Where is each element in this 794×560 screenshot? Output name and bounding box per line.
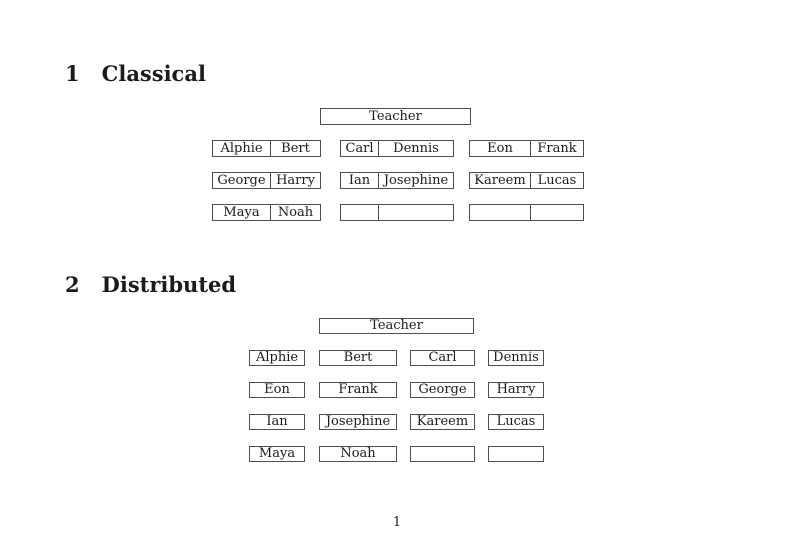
distributed-seat: George bbox=[410, 382, 475, 398]
desk-seat-label: Noah bbox=[277, 205, 314, 220]
classical-desk: Kareem Lucas bbox=[469, 172, 584, 189]
distributed-seat: Dennis bbox=[488, 350, 544, 366]
distributed-seat-empty bbox=[488, 446, 544, 462]
teacher-box-distributed: Teacher bbox=[319, 318, 474, 334]
desk-seat-label bbox=[341, 205, 379, 220]
desk-seat-label: Ian bbox=[341, 173, 379, 188]
section-number: 2 bbox=[65, 272, 80, 297]
desk-seat-label: Carl bbox=[341, 141, 379, 156]
desk-seat-label: Lucas bbox=[537, 173, 577, 188]
desk-seat-label: Frank bbox=[537, 141, 577, 156]
distributed-seat: Josephine bbox=[319, 414, 397, 430]
desk-seat-label bbox=[470, 205, 531, 220]
distributed-seat: Noah bbox=[319, 446, 397, 462]
desk-seat-label: Bert bbox=[281, 141, 310, 156]
desk-seat-label bbox=[379, 205, 453, 220]
desk-seat-label: Dennis bbox=[393, 141, 439, 156]
distributed-seat-empty bbox=[410, 446, 475, 462]
distributed-seat: Lucas bbox=[488, 414, 544, 430]
classical-desk: Ian Josephine bbox=[340, 172, 454, 189]
distributed-seat: Eon bbox=[249, 382, 305, 398]
page-number: 1 bbox=[392, 515, 402, 530]
classical-desk: Carl Dennis bbox=[340, 140, 454, 157]
classical-desk: Alphie Bert bbox=[212, 140, 321, 157]
teacher-box-classical: Teacher bbox=[320, 108, 471, 125]
distributed-seat: Alphie bbox=[249, 350, 305, 366]
distributed-seat: Carl bbox=[410, 350, 475, 366]
section-heading-distributed: 2 Distributed bbox=[65, 273, 236, 297]
section-title: Distributed bbox=[101, 272, 237, 297]
section-title: Classical bbox=[101, 61, 206, 86]
desk-seat-label: Harry bbox=[276, 173, 315, 188]
desk-seat-label: Kareem bbox=[470, 173, 531, 188]
section-heading-classical: 1 Classical bbox=[65, 62, 206, 86]
classical-desk: Eon Frank bbox=[469, 140, 584, 157]
desk-seat-label: Eon bbox=[470, 141, 531, 156]
desk-seat-label: George bbox=[213, 173, 271, 188]
distributed-seat: Ian bbox=[249, 414, 305, 430]
classical-desk-empty bbox=[469, 204, 584, 221]
distributed-seat: Harry bbox=[488, 382, 544, 398]
desk-seat-label bbox=[531, 205, 583, 220]
classical-desk-empty bbox=[340, 204, 454, 221]
distributed-seat: Kareem bbox=[410, 414, 475, 430]
desk-seat-label: Josephine bbox=[383, 173, 449, 188]
distributed-seat: Bert bbox=[319, 350, 397, 366]
distributed-seat: Maya bbox=[249, 446, 305, 462]
desk-seat-label: Maya bbox=[213, 205, 271, 220]
distributed-seat: Frank bbox=[319, 382, 397, 398]
classical-desk: George Harry bbox=[212, 172, 321, 189]
desk-seat-label: Alphie bbox=[213, 141, 271, 156]
section-number: 1 bbox=[65, 61, 80, 86]
classical-desk: Maya Noah bbox=[212, 204, 321, 221]
